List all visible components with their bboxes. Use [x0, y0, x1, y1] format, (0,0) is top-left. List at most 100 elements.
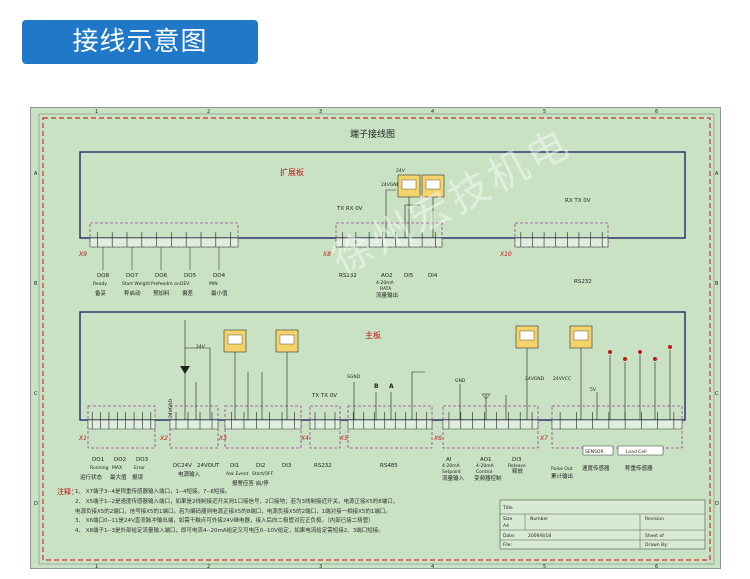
main-di-code: DI1 [230, 463, 239, 469]
frame-row-label: A [715, 171, 719, 177]
note-line: 3、 X6端口0--11是24V直流脉冲输出端，如需干触点可外接24V继电器，接… [75, 518, 374, 525]
connector-x6-label: X6 [433, 435, 442, 442]
frame-col-label: 3 [319, 564, 322, 570]
main-output-en: MAX [112, 465, 122, 471]
connector-x4-label: X4 [300, 435, 309, 442]
main-output-code: DO3 [136, 457, 149, 463]
expansion-board-label: 扩展板 [280, 167, 304, 177]
frame-row-label: D [34, 501, 38, 507]
main-output-en: Running [90, 465, 109, 471]
notes-label: 注释： [57, 488, 78, 496]
exp-di4-label: DI4 [428, 273, 438, 279]
main-output-code: DO1 [92, 457, 104, 463]
note-line: 2、 X5端子1--2是速度传感器输入端口，如果是2线制接近开关则1口接信号，2… [75, 498, 399, 505]
exp-24v-label: 24V [396, 168, 406, 174]
main-ao1-en: Control [476, 469, 492, 475]
main-release-en: Release [508, 463, 526, 469]
exp-output-cn: 最小值 [211, 289, 228, 297]
main-output-cn: 运行状态 [80, 473, 103, 481]
exp-output-cn: 秤启动 [124, 289, 141, 297]
exp-rs232-right-signals: RX TX 0V [565, 198, 591, 204]
main-rs232-signals: TX TX 0V [311, 393, 337, 399]
exp-output-en: Prefeedre on [151, 281, 180, 287]
frame-col-label: 2 [207, 109, 210, 115]
frame-col-label: 5 [543, 109, 546, 115]
tb-title: Title [502, 505, 513, 511]
tb-date-val: 2009/8/18 [528, 533, 551, 539]
diagram-title: 端子接线图 [350, 128, 395, 140]
note-line: 1、 X7端子3--4是称重传感器输入端口，1--4短接，7--8短接。 [75, 489, 231, 495]
exp-output-code: DO4 [213, 273, 226, 279]
title-block [499, 499, 706, 550]
connector-x10-label: X10 [499, 251, 512, 258]
load-cell-label: Load Cell [626, 449, 647, 455]
exp-ao2-en: RATA [380, 286, 392, 292]
main-output-en: Error [134, 465, 145, 471]
frame-col-label: 5 [543, 564, 546, 570]
terminal-strip-x6 [442, 405, 539, 449]
main-weight-cn: 称重传感器 [625, 464, 653, 472]
main-pulse-cn: 累计输出 [551, 472, 573, 480]
main-di-en: Start/OFF [252, 471, 274, 477]
connector-x8-label: X8 [322, 251, 331, 258]
notes-block: 注释： 1、 X7端子3--4是称重传感器输入端口，1--4短接，7--8短接。… [57, 488, 491, 537]
frame-col-label: 1 [95, 109, 98, 115]
main-sgnd-label: SGND [347, 374, 361, 380]
main-output-cn: 报误 [132, 473, 144, 481]
main-5v-label: 5V [590, 387, 597, 393]
main-gnd-label: GND [455, 378, 466, 384]
exp-output-code: DO8 [97, 273, 110, 279]
main-24vgnd-label: 24VGND [168, 398, 174, 418]
main-terminal-pins [91, 412, 675, 429]
diode-symbol [180, 366, 190, 374]
frame-col-label: 6 [655, 109, 658, 115]
exp-output-cn: 备妥 [95, 289, 107, 297]
page-title: 接线示意图 [22, 20, 258, 64]
main-24vgnd-right-label: 24VGND [525, 376, 545, 382]
load-cell-box [617, 445, 664, 456]
connector-x3-label: X3 [218, 435, 227, 442]
relay-block-main-right [515, 325, 593, 349]
main-b-label: B [374, 383, 379, 390]
frame-col-label: 1 [95, 564, 98, 570]
frame-row-label: D [715, 501, 719, 507]
connector-x1-label: X1 [78, 435, 87, 442]
exp-output-en: DEV. [180, 281, 190, 287]
main-ai-code: AI [446, 457, 452, 463]
tb-file: File: [503, 542, 512, 548]
terminal-strip-x8 [335, 222, 443, 248]
main-power-a: DC24V [173, 463, 192, 469]
frame-row-label: B [34, 281, 38, 287]
terminal-strip-x2 [169, 405, 219, 449]
exp-di5-label: DI5 [404, 273, 414, 279]
frame-col-label: 4 [431, 109, 434, 115]
sensor-label: SENSOR [585, 449, 604, 455]
terminal-strip-x1 [87, 405, 156, 449]
tb-number: Number [530, 516, 548, 522]
exp-output-code: DO7 [126, 273, 139, 279]
main-ai-cn: 流量输入 [442, 474, 465, 482]
terminal-strip-x5 [347, 405, 433, 449]
main-ai-range: 4-20mA [442, 463, 461, 469]
terminal-strip-x3 [224, 405, 302, 449]
note-line: 4、 X8端子1--3是外部给定流量输入端口，即可电流4--20mA给定又可电压… [75, 528, 384, 535]
note-line: 电源负接X5的2端口，信号接X5的1端口。若为编码器则电源正接X5的8端口，电源… [75, 508, 391, 515]
tb-sheet: Sheet of [645, 533, 664, 539]
frame-row-label: A [34, 171, 38, 177]
main-ao1-range: 4-20mA [476, 463, 495, 469]
main-ao1-cn: 变频器控制 [474, 474, 502, 482]
speed-sensor-box [582, 445, 614, 456]
frame-row-label: C [34, 391, 38, 397]
relay-block-main-left [223, 329, 299, 353]
connector-x5-label: X5 [339, 435, 348, 442]
exp-24vgnd-label: 24VGND [381, 182, 401, 188]
terminal-strip-x7 [551, 405, 683, 449]
tb-drawn-by: Drawn By: [645, 542, 668, 548]
frame-col-label: 6 [655, 564, 658, 570]
exp-output-cn: 偏差 [182, 289, 194, 297]
connector-x2-label: X2 [159, 435, 168, 442]
main-a-label: A [389, 383, 394, 390]
